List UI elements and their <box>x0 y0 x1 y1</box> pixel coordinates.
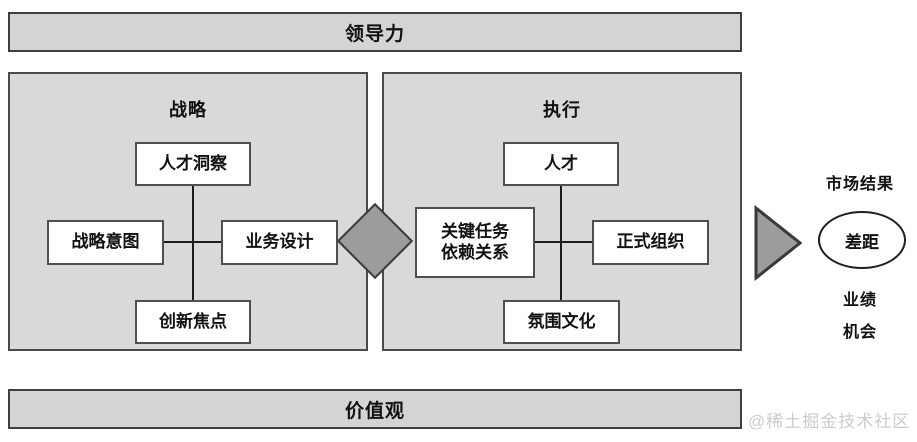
connector-execution-vertical <box>560 186 562 300</box>
watermark: @稀土掘金技术社区 <box>748 412 911 431</box>
node-key-task-dependencies[interactable]: 关键任务 依赖关系 <box>415 207 535 278</box>
label-performance: 业绩 <box>842 292 877 309</box>
node-strategic-intent[interactable]: 战略意图 <box>47 220 164 265</box>
node-key-task-line1: 关键任务 <box>441 222 509 242</box>
node-key-task-line2: 依赖关系 <box>441 242 509 262</box>
connector-strategy-vertical <box>192 186 194 300</box>
banner-leadership: 领导力 <box>8 12 742 52</box>
node-atmosphere-culture[interactable]: 氛围文化 <box>503 300 620 344</box>
arrow-right-icon <box>754 205 802 281</box>
market-results-heading: 市场结果 <box>825 176 894 193</box>
banner-values: 价值观 <box>8 389 742 429</box>
connector-execution-horizontal <box>534 241 593 243</box>
node-business-design[interactable]: 业务设计 <box>221 220 338 265</box>
node-innovation-focus[interactable]: 创新焦点 <box>135 300 251 344</box>
connector-strategy-horizontal <box>163 241 222 243</box>
panel-strategy-title: 战略 <box>169 100 207 120</box>
panel-execution-title: 执行 <box>543 100 581 120</box>
node-talent-insight[interactable]: 人才洞察 <box>135 142 251 186</box>
node-gap[interactable]: 差距 <box>818 211 906 269</box>
node-formal-organization[interactable]: 正式组织 <box>592 220 709 265</box>
node-talent[interactable]: 人才 <box>503 142 619 186</box>
label-opportunity: 机会 <box>842 324 877 341</box>
